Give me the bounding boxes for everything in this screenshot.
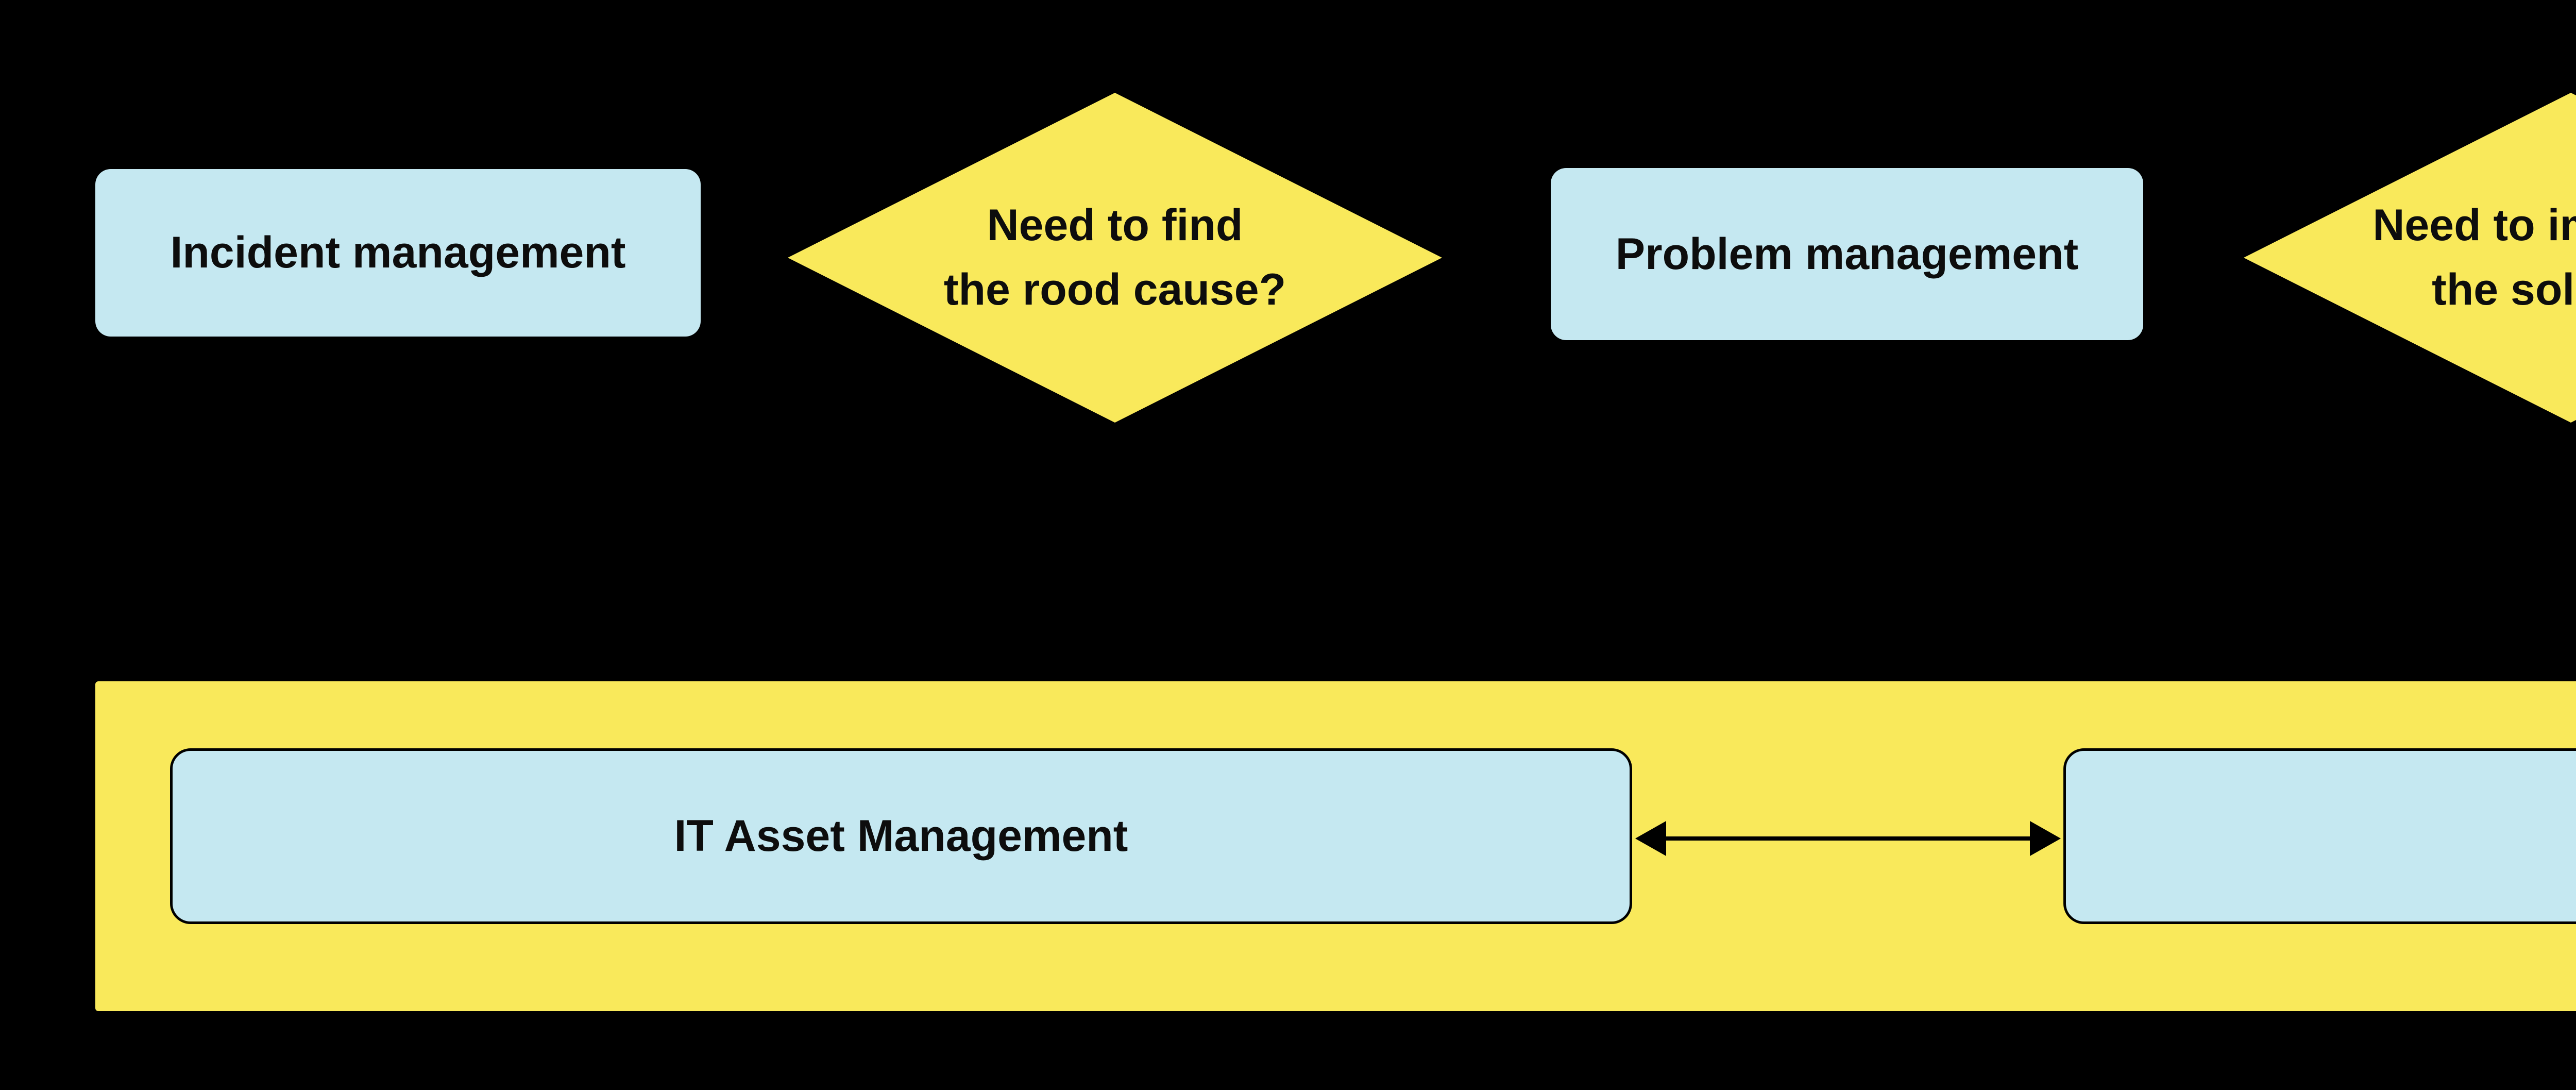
- it-asset-management-label: IT Asset Management: [674, 811, 1128, 861]
- decision-root-cause-line1: Need to find: [987, 200, 1243, 250]
- process-box-incident-management: Incident management: [95, 169, 701, 337]
- bidirectional-arrow: [1635, 821, 2061, 856]
- incident-management-label: Incident management: [170, 228, 626, 277]
- arrow-shaft: [1662, 836, 2034, 841]
- decision-root-cause-line2: the rood cause?: [943, 265, 1286, 314]
- problem-management-label: Problem management: [1615, 229, 2079, 279]
- decision-diamond-root-cause: Need to find the rood cause?: [788, 93, 1442, 423]
- process-box-problem-management: Problem management: [1551, 168, 2143, 340]
- arrowhead-right-icon: [2030, 821, 2061, 856]
- panel-box-cmdb: CMDB: [2063, 748, 2576, 924]
- decision-solution-line1: Need to implement: [2372, 200, 2576, 250]
- decision-solution-line2: the solution?: [2432, 265, 2576, 314]
- panel-box-it-asset-management: IT Asset Management: [170, 748, 1632, 924]
- arrowhead-left-icon: [1635, 821, 1666, 856]
- decision-diamond-implement-solution: Need to implement the solution?: [2244, 93, 2576, 423]
